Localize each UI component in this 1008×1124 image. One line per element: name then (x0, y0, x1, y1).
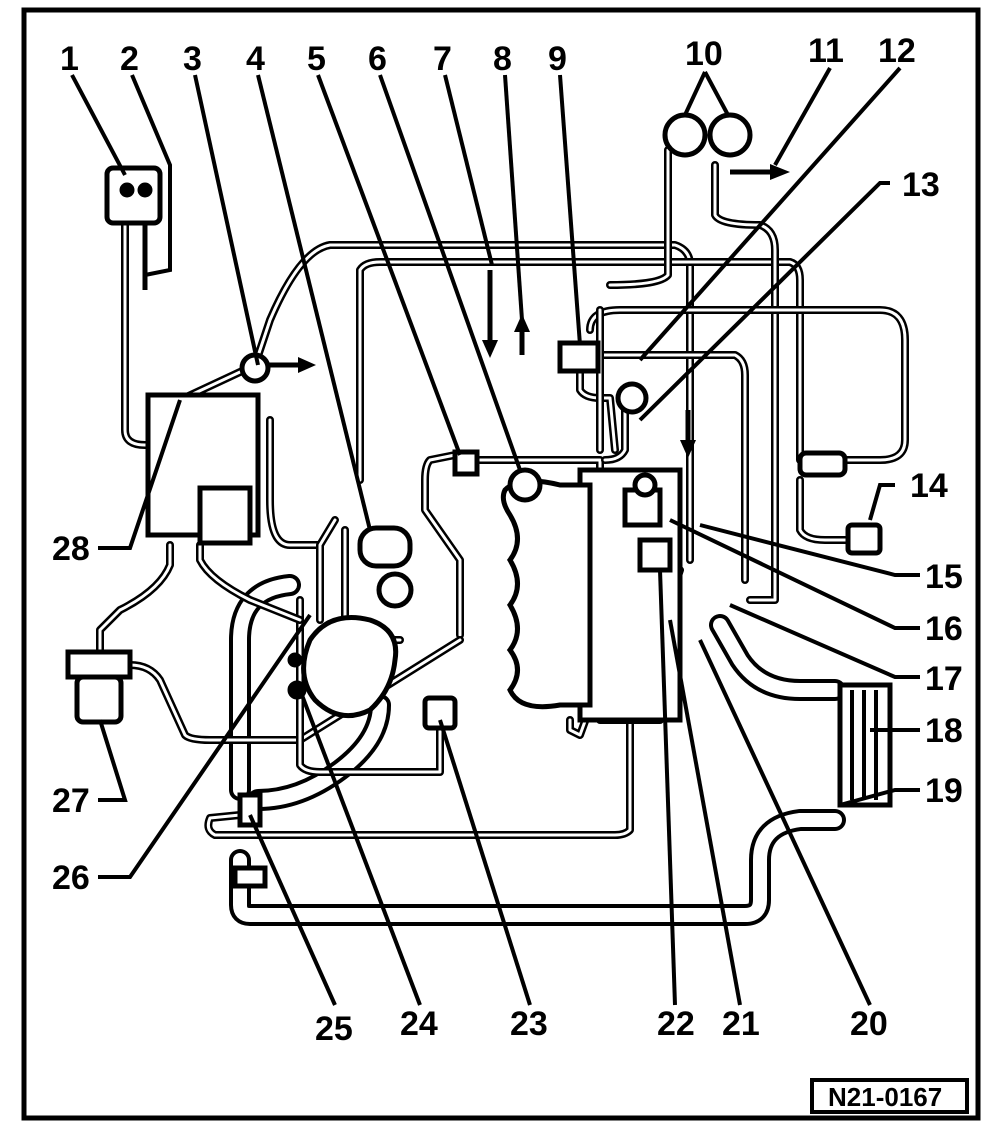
callout-19: 19 (925, 772, 963, 810)
callout-24: 24 (400, 1005, 438, 1043)
callout-26: 26 (52, 859, 90, 897)
callout-12: 12 (878, 32, 916, 70)
component-4-canister (357, 525, 414, 609)
reference-code: N21-0167 (828, 1082, 942, 1112)
component-27-filter (65, 649, 133, 725)
leader-lines (70, 66, 920, 1006)
callout-13: 13 (902, 166, 940, 204)
component-13-valve (797, 450, 848, 478)
callout-1: 1 (60, 40, 79, 78)
diagram-frame (21, 7, 981, 1121)
callout-3: 3 (183, 40, 202, 78)
callout-27: 27 (52, 782, 90, 820)
charge-air-pipes (229, 574, 846, 926)
callout-9: 9 (548, 40, 567, 78)
component-1-switch-box (104, 165, 163, 226)
callout-23: 23 (510, 1005, 548, 1043)
callout-22: 22 (657, 1005, 695, 1043)
callout-18: 18 (925, 712, 963, 750)
reference-code-box: N21-0167 (810, 1078, 969, 1114)
component-14-sensor (845, 522, 883, 556)
callout-10: 10 (685, 35, 723, 73)
callout-20: 20 (850, 1005, 888, 1043)
callout-15: 15 (925, 558, 963, 596)
callout-6: 6 (368, 40, 387, 78)
component-23-valve (422, 695, 458, 731)
component-24-turbo (287, 615, 399, 719)
component-18-intercooler (837, 682, 893, 808)
callout-2: 2 (120, 40, 139, 78)
component-5-valve (452, 449, 480, 477)
callout-17: 17 (925, 660, 963, 698)
callout-7: 7 (433, 40, 452, 78)
callout-14: 14 (910, 467, 948, 505)
callout-21: 21 (722, 1005, 760, 1043)
callout-25: 25 (315, 1010, 353, 1048)
vacuum-hoses (96, 146, 909, 839)
callout-16: 16 (925, 610, 963, 648)
component-16-sensor (622, 472, 673, 573)
callout-11: 11 (808, 32, 844, 70)
flow-arrows (142, 164, 790, 458)
component-25-connector (232, 792, 268, 889)
callout-8: 8 (493, 40, 512, 78)
callout-4: 4 (246, 40, 265, 78)
callout-28: 28 (52, 530, 90, 568)
component-28-box-inner (197, 485, 253, 546)
callout-numbers: 1 2 3 4 5 6 7 8 9 10 11 12 13 14 15 16 1… (52, 32, 963, 1048)
callout-5: 5 (307, 40, 326, 78)
component-10-vacuum-reservoirs (662, 112, 753, 158)
